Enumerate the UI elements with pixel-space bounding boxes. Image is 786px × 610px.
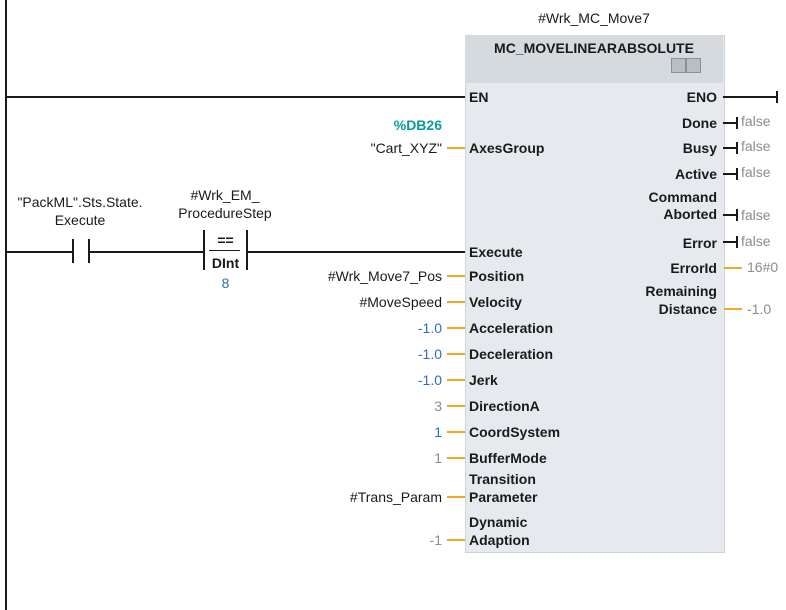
comparator-datatype: DInt <box>211 255 240 271</box>
dynamic-value[interactable]: -1 <box>429 532 442 548</box>
execute-wire-left <box>5 251 72 253</box>
pin-deceleration: Deceleration <box>469 346 554 362</box>
dynamic-wire <box>447 539 465 541</box>
error-id-value: 16#0 <box>747 259 779 275</box>
axes-group-wire <box>447 147 465 149</box>
pin-axes-group: AxesGroup <box>469 140 545 156</box>
busy-value: false <box>741 138 771 154</box>
pin-done: Done <box>682 115 717 131</box>
remaining-distance-wire <box>724 308 742 310</box>
pin-remaining-1: Remaining <box>645 283 717 299</box>
buffer-mode-value[interactable]: 1 <box>434 450 442 466</box>
comparator-operator: == <box>217 232 234 248</box>
contact-right-bar[interactable] <box>88 239 90 263</box>
active-wire <box>723 173 737 175</box>
acceleration-wire <box>447 327 465 329</box>
done-wire <box>723 122 737 124</box>
pin-buffer-mode: BufferMode <box>469 450 547 466</box>
en-wire <box>5 96 465 98</box>
jerk-value[interactable]: -1.0 <box>417 372 442 388</box>
comparator-divider <box>209 250 240 251</box>
jerk-wire <box>447 379 465 381</box>
transition-value[interactable]: #Trans_Param <box>349 489 442 505</box>
direction-wire <box>447 405 465 407</box>
pin-command-label-1: Command <box>648 189 717 205</box>
pin-execute: Execute <box>469 244 523 260</box>
coord-system-value[interactable]: 1 <box>434 424 442 440</box>
pin-remaining-2: Distance <box>658 301 717 317</box>
acceleration-value[interactable]: -1.0 <box>417 320 442 336</box>
pin-acceleration: Acceleration <box>469 320 554 336</box>
comparator-operand[interactable]: 8 <box>221 275 230 291</box>
axes-group-value[interactable]: "Cart_XYZ" <box>370 140 442 156</box>
pin-dynamic-2: Adaption <box>469 532 530 548</box>
eno-wire <box>723 96 778 98</box>
execute-wire-right <box>248 251 465 253</box>
active-end <box>736 168 738 180</box>
coord-system-wire <box>447 431 465 433</box>
pin-error: Error <box>682 235 717 251</box>
transition-wire <box>447 496 465 498</box>
pin-en: EN <box>469 89 489 105</box>
pin-eno: ENO <box>686 89 717 105</box>
comparator-tag-line-2[interactable]: ProcedureStep <box>178 205 272 221</box>
pin-transition-1: Transition <box>469 471 536 487</box>
deceleration-value[interactable]: -1.0 <box>417 346 442 362</box>
active-value: false <box>741 164 771 180</box>
pin-velocity: Velocity <box>469 294 522 310</box>
error-wire <box>723 241 737 243</box>
execute-wire-mid <box>90 251 203 253</box>
block-properties-icon[interactable] <box>671 58 686 73</box>
db-number[interactable]: %DB26 <box>393 117 442 133</box>
busy-end <box>736 142 738 154</box>
pin-transition-2: Parameter <box>469 489 538 505</box>
done-value: false <box>741 113 771 129</box>
pin-position: Position <box>469 268 525 284</box>
command-aborted-wire <box>723 214 737 216</box>
contact-left-bar[interactable] <box>72 239 74 263</box>
block-type: MC_MOVELINEARABSOLUTE <box>494 40 694 56</box>
deceleration-wire <box>447 353 465 355</box>
instance-name[interactable]: #Wrk_MC_Move7 <box>538 10 650 26</box>
function-block[interactable] <box>465 35 725 553</box>
command-aborted-end <box>736 209 738 221</box>
contact-tag-line-2[interactable]: Execute <box>54 212 106 228</box>
buffer-mode-wire <box>447 457 465 459</box>
pin-coord-system: CoordSystem <box>469 424 561 440</box>
eno-end <box>776 91 778 103</box>
pin-active: Active <box>674 166 717 182</box>
comparator-left-bar[interactable] <box>203 230 205 270</box>
pin-command-label-2: Aborted <box>663 206 717 222</box>
contact-tag-line-1[interactable]: "PackML".Sts.State. <box>17 194 143 210</box>
block-help-icon[interactable] <box>686 58 701 73</box>
done-end <box>736 117 738 129</box>
command-aborted-value: false <box>741 207 771 223</box>
power-rail <box>5 0 7 610</box>
error-id-wire <box>724 267 742 269</box>
velocity-value[interactable]: #MoveSpeed <box>359 294 442 310</box>
pin-direction: DirectionA <box>469 398 540 414</box>
position-wire <box>447 275 465 277</box>
remaining-distance-value: -1.0 <box>747 301 772 317</box>
position-value[interactable]: #Wrk_Move7_Pos <box>327 268 442 284</box>
pin-dynamic-1: Dynamic <box>469 514 528 530</box>
direction-value[interactable]: 3 <box>434 398 442 414</box>
error-value: false <box>741 233 771 249</box>
velocity-wire <box>447 301 465 303</box>
error-end <box>736 236 738 248</box>
pin-jerk: Jerk <box>469 372 498 388</box>
pin-busy: Busy <box>682 140 717 156</box>
comparator-tag-line-1[interactable]: #Wrk_EM_ <box>190 187 260 203</box>
comparator-right-bar[interactable] <box>246 230 248 270</box>
busy-wire <box>723 147 737 149</box>
pin-error-id: ErrorId <box>670 260 717 276</box>
